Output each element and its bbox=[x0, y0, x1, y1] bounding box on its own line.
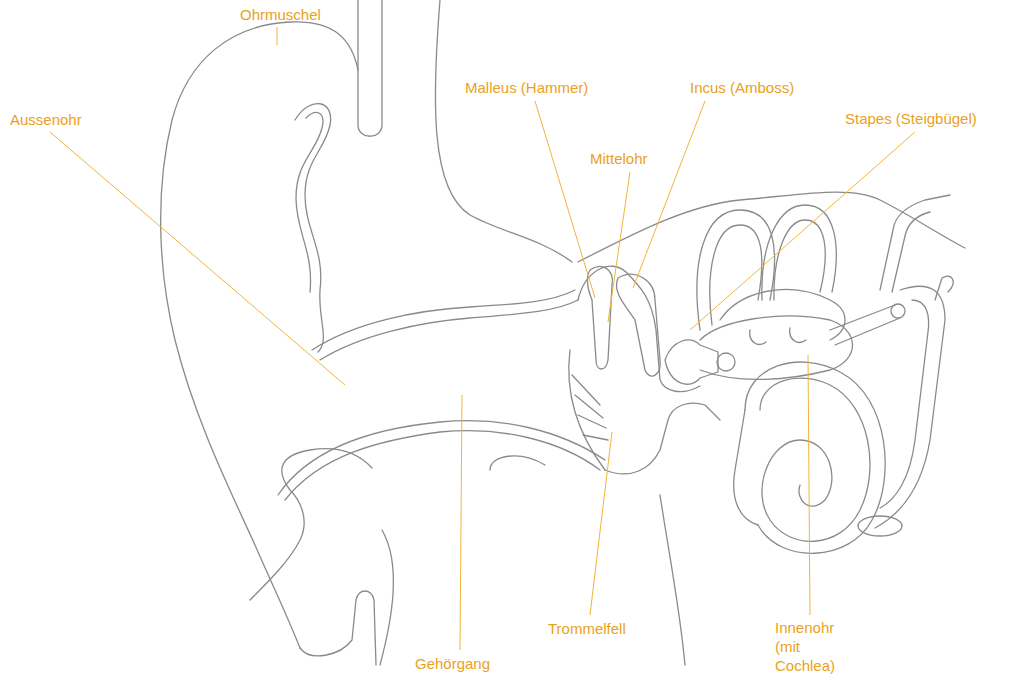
part-label: Ohrmuschel bbox=[240, 5, 321, 24]
part-label: Mittelohr bbox=[590, 149, 648, 168]
part-label: Incus (Amboss) bbox=[690, 78, 794, 97]
part-label: Aussenohr bbox=[10, 110, 82, 129]
leader-line bbox=[50, 132, 345, 385]
part-label: Malleus (Hammer) bbox=[465, 78, 588, 97]
leader-line bbox=[590, 432, 612, 615]
leader-line bbox=[608, 172, 630, 322]
leader-line bbox=[690, 132, 915, 330]
leader-lines bbox=[50, 27, 915, 650]
leader-line bbox=[277, 27, 278, 45]
part-label: Innenohr (mit Cochlea) bbox=[775, 618, 860, 675]
leader-line bbox=[633, 101, 705, 288]
ear-outline bbox=[161, 0, 965, 665]
leader-line bbox=[808, 355, 810, 615]
part-label: Stapes (Steigbügel) bbox=[845, 109, 977, 128]
part-label: Trommelfell bbox=[548, 619, 626, 638]
part-label: Gehörgang bbox=[415, 654, 490, 673]
leader-line bbox=[460, 395, 462, 650]
leader-line bbox=[535, 101, 595, 298]
